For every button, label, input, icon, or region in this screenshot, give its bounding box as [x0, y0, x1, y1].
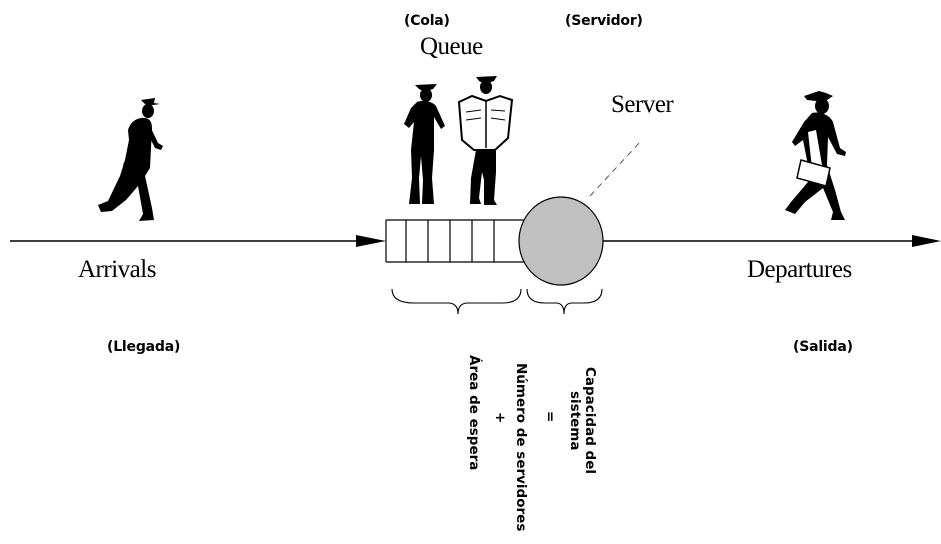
servidor-label: (Servidor) [565, 13, 643, 29]
walking-man-icon [98, 98, 163, 221]
arrowhead-departure [912, 235, 941, 247]
capacity-formula: Capacidad del sistema [567, 367, 598, 475]
capacity-line1: Capacidad del [582, 367, 598, 475]
capacity-equals: = [542, 411, 558, 423]
cola-label: (Cola) [404, 13, 450, 29]
arrowhead-into-queue [356, 235, 386, 247]
server-label: Server [611, 91, 674, 118]
server-brace [526, 288, 603, 315]
capacity-line2: sistema [567, 390, 583, 451]
arrivals-label: Arrivals [78, 256, 156, 283]
standing-man-icon [404, 84, 445, 204]
departures-label: Departures [747, 256, 852, 283]
llegada-label: (Llegada) [107, 339, 181, 355]
server-pointer-dashed [589, 140, 642, 197]
queue-buffer [385, 219, 525, 263]
server-circle [518, 196, 604, 286]
reading-man-icon [457, 76, 514, 205]
salida-label: (Salida) [793, 339, 853, 355]
capacity-servers: Número de servidores [513, 363, 529, 532]
queue-label: Queue [420, 33, 483, 60]
departing-man-icon [785, 91, 846, 220]
queue-brace [391, 288, 522, 315]
capacity-plus: + [492, 412, 508, 424]
capacity-waiting: Área de espera [466, 355, 482, 471]
